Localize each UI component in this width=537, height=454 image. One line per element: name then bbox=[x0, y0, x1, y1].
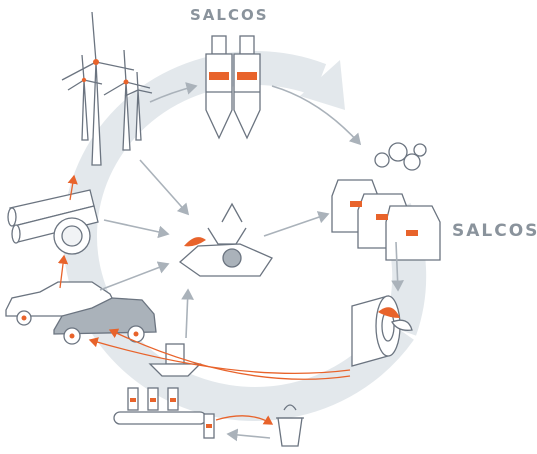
furnace-plant-icon bbox=[331, 142, 441, 261]
pipes-icon bbox=[7, 189, 99, 255]
bottling-line-icon bbox=[113, 343, 215, 439]
salcos-logo-right: SALCOS bbox=[452, 221, 537, 241]
recycle-icon bbox=[178, 202, 273, 277]
hydrogen-electrolyzer-icon bbox=[205, 35, 261, 140]
flow-arrows-orange bbox=[57, 174, 351, 425]
steel-coil-icon bbox=[351, 295, 413, 367]
car-icon bbox=[5, 281, 157, 345]
flow-arrows bbox=[99, 82, 404, 442]
wind-turbine-icon bbox=[61, 11, 153, 166]
salcos-logo-top: SALCOS bbox=[190, 6, 269, 24]
trash-bin-icon bbox=[276, 404, 304, 447]
